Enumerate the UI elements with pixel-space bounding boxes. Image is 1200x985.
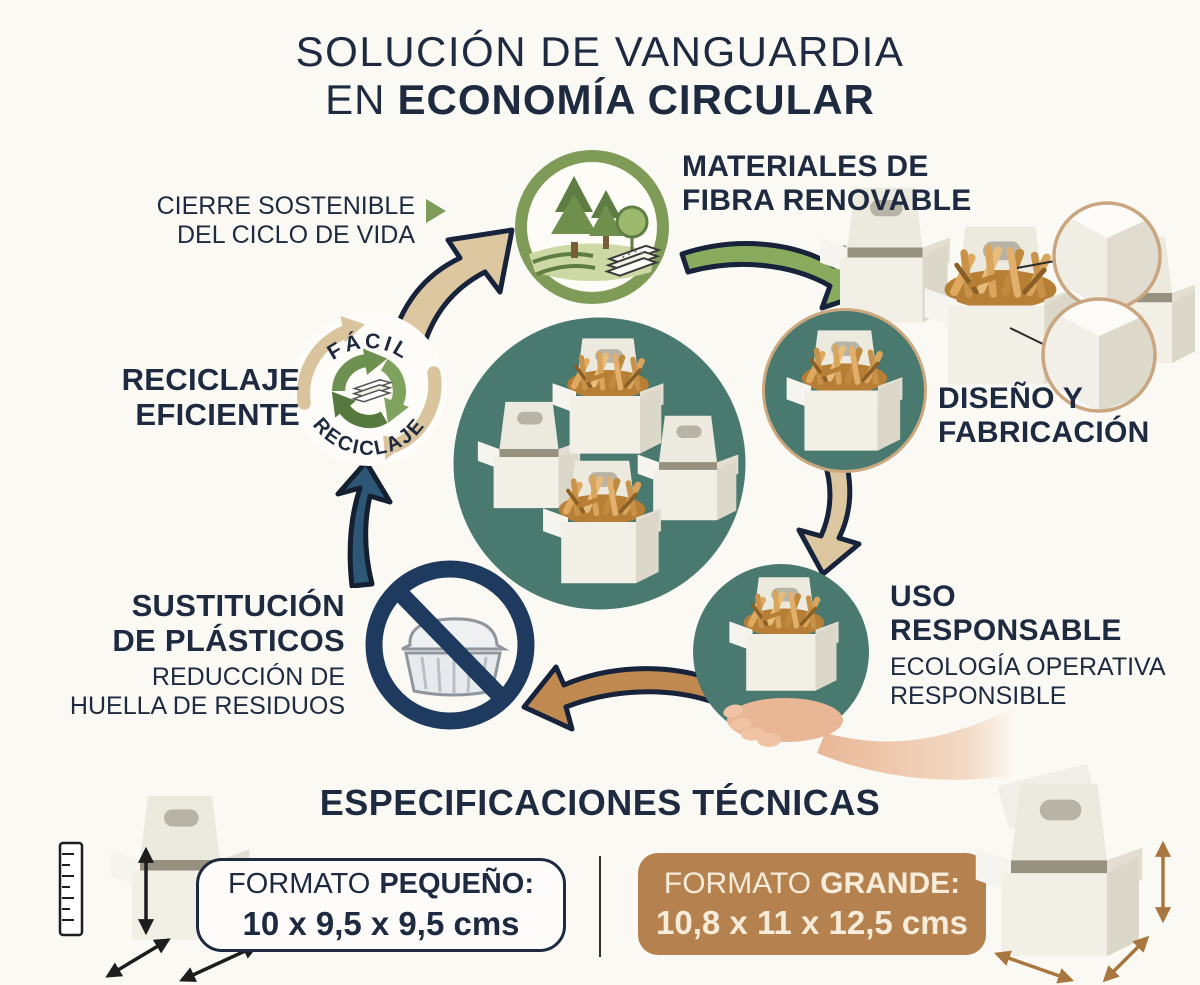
forest-icon xyxy=(515,150,669,304)
step-closure-label: CIERRE SOSTENIBLE DEL CICLO DE VIDA xyxy=(156,192,415,249)
title-line-2-normal: EN xyxy=(325,75,386,123)
center-product-photo xyxy=(453,317,746,610)
step-design-label: DISEÑO Y FABRICACIÓN xyxy=(938,382,1150,449)
magnifier-circle-1 xyxy=(1052,201,1162,311)
specs-title: ESPECIFICACIONES TÉCNICAS xyxy=(319,782,881,823)
arrow-recycling-to-materials xyxy=(387,227,515,354)
step-use-label: USO RESPONSABLE ECOLOGÍA OPERATIVA RESPO… xyxy=(890,580,1166,710)
title-line-2-bold: ECONOMÍA CIRCULAR xyxy=(397,75,875,123)
depth-dimension-arrow xyxy=(105,938,171,978)
recycle-badge-icon: FÁCIL RECICLAJE xyxy=(292,312,446,466)
small-format-label: FORMATO xyxy=(228,868,371,901)
ruler-icon xyxy=(58,841,84,937)
small-format-dimensions: 10 x 9,5 x 9,5 cms xyxy=(242,904,520,942)
design-boxes-photo xyxy=(820,187,1195,413)
no-plastic-icon xyxy=(365,560,535,730)
step-materials-label: MATERIALES DE FIBRA RENOVABLE xyxy=(682,150,972,217)
design-photo-circle xyxy=(762,308,927,473)
depth-dimension-arrow xyxy=(1102,935,1150,983)
title-line-1: SOLUCIÓN DE VANGUARDIA xyxy=(295,28,905,75)
large-format-label: FORMATO xyxy=(663,866,812,900)
large-format-dimensions: 10,8 x 11 x 12,5 cms xyxy=(656,904,968,942)
step-recycling-label: RECICLAJE EFICIENTE xyxy=(121,362,300,433)
width-dimension-arrow xyxy=(993,950,1075,984)
paper-stack-icon xyxy=(350,378,394,403)
arrow-use-to-plastics xyxy=(521,664,719,732)
use-photo-circle xyxy=(693,564,1015,780)
magnifier-circle-2 xyxy=(1041,297,1157,413)
arrow-design-to-use xyxy=(796,455,862,577)
specs-divider xyxy=(599,856,601,957)
arrow-plastics-to-recycling xyxy=(335,459,393,588)
large-box-illustration xyxy=(975,764,1172,984)
step-plastics-label: SUSTITUCIÓN DE PLÁSTICOS REDUCCIÓN DE HU… xyxy=(69,588,345,721)
small-box-illustration xyxy=(58,796,259,982)
play-triangle-icon xyxy=(426,199,446,223)
